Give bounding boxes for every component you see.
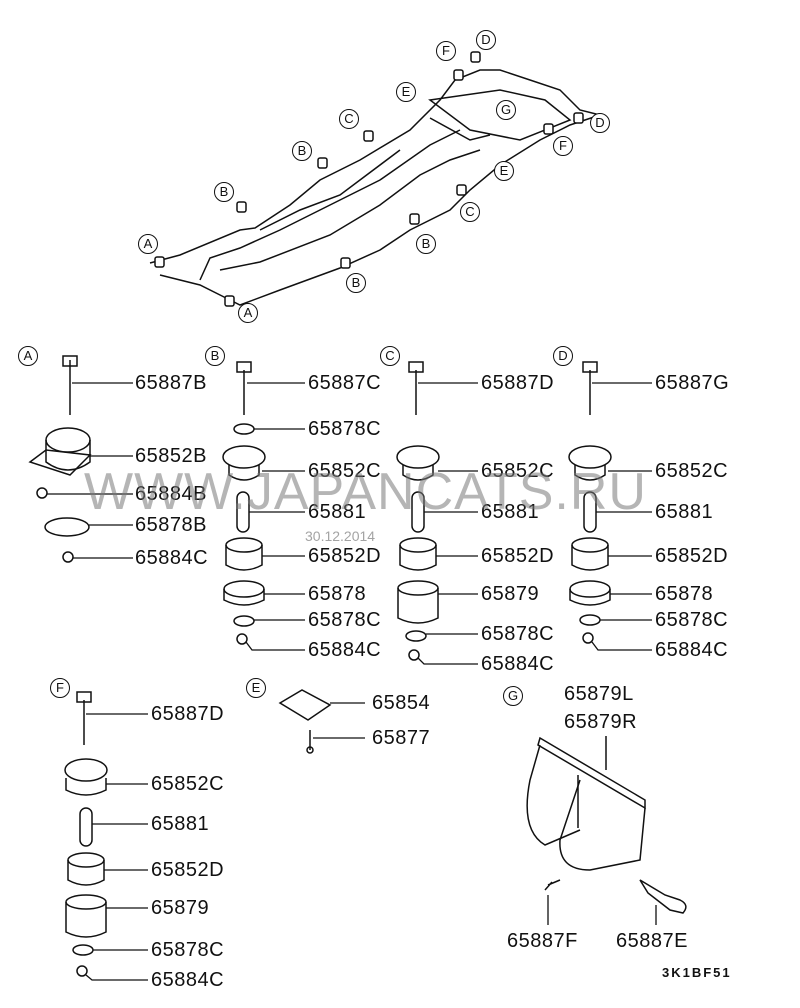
part-label[interactable]: 65879R bbox=[564, 711, 638, 733]
group-g-header: G bbox=[503, 686, 523, 706]
group-c-header: C bbox=[380, 346, 400, 366]
frame-callout-b: B bbox=[416, 234, 436, 254]
watermark: WWW.JAPANCATS.RU bbox=[84, 463, 647, 521]
frame-callout-d: D bbox=[590, 113, 610, 133]
part-label[interactable]: 65884B bbox=[135, 483, 207, 505]
frame-callout-g: G bbox=[496, 100, 516, 120]
frame-callout-b: B bbox=[346, 273, 366, 293]
part-label[interactable]: 65881 bbox=[308, 501, 367, 523]
frame-callout-f: F bbox=[436, 41, 456, 61]
part-label[interactable]: 65878 bbox=[308, 583, 367, 605]
part-label[interactable]: 65884C bbox=[308, 639, 382, 661]
group-a-header: A bbox=[18, 346, 38, 366]
part-label[interactable]: 65879 bbox=[151, 897, 210, 919]
part-label[interactable]: 65887G bbox=[655, 372, 730, 394]
part-label[interactable]: 65878C bbox=[481, 623, 555, 645]
part-label[interactable]: 65878C bbox=[308, 418, 382, 440]
part-label[interactable]: 65884C bbox=[151, 969, 225, 991]
part-label[interactable]: 65878C bbox=[151, 939, 225, 961]
diagram-code: 3K1BF51 bbox=[662, 965, 732, 980]
leader-lines bbox=[47, 382, 657, 981]
group-b-header: B bbox=[205, 346, 225, 366]
part-label[interactable]: 65852D bbox=[308, 545, 382, 567]
part-label[interactable]: 65887D bbox=[481, 372, 555, 394]
group-e-parts bbox=[278, 689, 332, 754]
part-label[interactable]: 65884C bbox=[135, 547, 209, 569]
part-label[interactable]: 65881 bbox=[151, 813, 210, 835]
part-label[interactable]: 65852D bbox=[481, 545, 555, 567]
frame-callout-e: E bbox=[396, 82, 416, 102]
frame-callout-c: C bbox=[460, 202, 480, 222]
group-a-parts bbox=[28, 355, 92, 563]
part-label[interactable]: 65881 bbox=[481, 501, 540, 523]
part-label[interactable]: 65878B bbox=[135, 514, 207, 536]
part-label[interactable]: 65878C bbox=[308, 609, 382, 631]
group-d-parts bbox=[568, 361, 612, 644]
group-f-header: F bbox=[50, 678, 70, 698]
group-e-header: E bbox=[246, 678, 266, 698]
part-label[interactable]: 65887E bbox=[616, 930, 688, 952]
part-label[interactable]: 65887B bbox=[135, 372, 207, 394]
group-g-parts bbox=[526, 736, 687, 914]
part-label[interactable]: 65887F bbox=[507, 930, 578, 952]
part-label[interactable]: 65887C bbox=[308, 372, 382, 394]
part-label[interactable]: 65877 bbox=[372, 727, 431, 749]
frame-mounts bbox=[154, 51, 584, 307]
part-label[interactable]: 65884C bbox=[655, 639, 729, 661]
part-label[interactable]: 65879 bbox=[481, 583, 540, 605]
frame-callout-e: E bbox=[494, 161, 514, 181]
group-d-header: D bbox=[553, 346, 573, 366]
part-label[interactable]: 65887D bbox=[151, 703, 225, 725]
part-label[interactable]: 65852B bbox=[135, 445, 207, 467]
frame-callout-b: B bbox=[292, 141, 312, 161]
part-label[interactable]: 65881 bbox=[655, 501, 714, 523]
frame-callout-c: C bbox=[339, 109, 359, 129]
part-label[interactable]: 65852C bbox=[308, 460, 382, 482]
part-label[interactable]: 65884C bbox=[481, 653, 555, 675]
frame-callout-f: F bbox=[553, 136, 573, 156]
part-label[interactable]: 65878 bbox=[655, 583, 714, 605]
part-label[interactable]: 65852C bbox=[481, 460, 555, 482]
part-label[interactable]: 65854 bbox=[372, 692, 431, 714]
frame-callout-d: D bbox=[476, 30, 496, 50]
part-label[interactable]: 65852D bbox=[151, 859, 225, 881]
frame-callout-b: B bbox=[214, 182, 234, 202]
frame-callout-a: A bbox=[138, 234, 158, 254]
frame-callout-a: A bbox=[238, 303, 258, 323]
part-label[interactable]: 65852C bbox=[151, 773, 225, 795]
watermark-date: 30.12.2014 bbox=[305, 528, 376, 544]
part-label[interactable]: 65878C bbox=[655, 609, 729, 631]
part-label[interactable]: 65879L bbox=[564, 683, 634, 705]
group-b-parts bbox=[222, 361, 266, 645]
group-f-parts bbox=[64, 691, 108, 977]
part-label[interactable]: 65852C bbox=[655, 460, 729, 482]
part-label[interactable]: 65852D bbox=[655, 545, 729, 567]
